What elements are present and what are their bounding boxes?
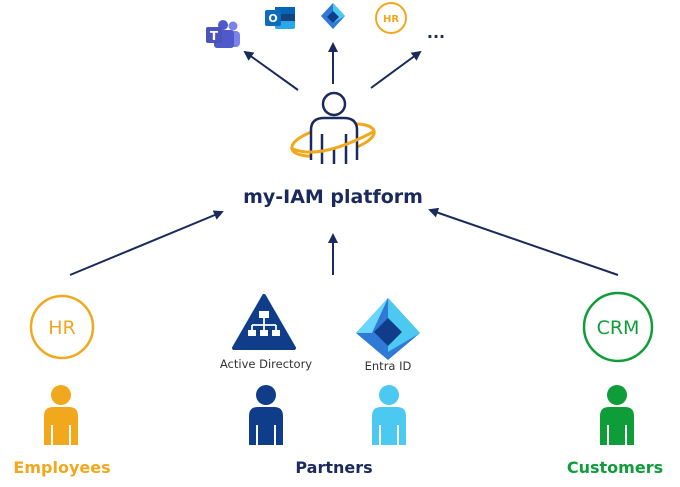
svg-text:T: T: [210, 29, 219, 43]
active-directory-label: Active Directory: [220, 357, 312, 371]
arrow-from-hr: [69, 210, 224, 276]
svg-text:O: O: [268, 12, 277, 25]
platform-label: my-IAM platform: [243, 186, 423, 208]
partner-person-icon-1: [249, 385, 283, 445]
hr-source-badge: HR: [29, 294, 95, 360]
entra-id-icon: [356, 298, 420, 360]
active-directory-icon: [232, 294, 296, 350]
entra-id-label: Entra ID: [365, 359, 412, 373]
teams-icon: T: [206, 20, 240, 48]
svg-text:CRM: CRM: [597, 317, 640, 339]
customer-person-icon: [600, 385, 634, 445]
azure-icon: [321, 3, 345, 29]
arrow-from-crm: [428, 207, 619, 276]
employee-person-icon: [44, 385, 78, 445]
svg-text:HR: HR: [383, 14, 399, 25]
platform-person-icon: [290, 91, 376, 164]
partner-person-icon-2: [372, 385, 406, 445]
outlook-icon: O: [265, 7, 295, 29]
more-apps-ellipsis: ...: [427, 23, 445, 42]
svg-text:HR: HR: [48, 317, 76, 339]
arrow-to-teams: [243, 50, 299, 91]
customers-label: Customers: [567, 458, 663, 477]
partners-label: Partners: [295, 458, 372, 477]
arrow-to-hr-app: [370, 50, 422, 89]
employees-label: Employees: [13, 458, 110, 477]
hr-app-badge: HR: [375, 2, 407, 34]
crm-source-badge: CRM: [582, 291, 654, 363]
